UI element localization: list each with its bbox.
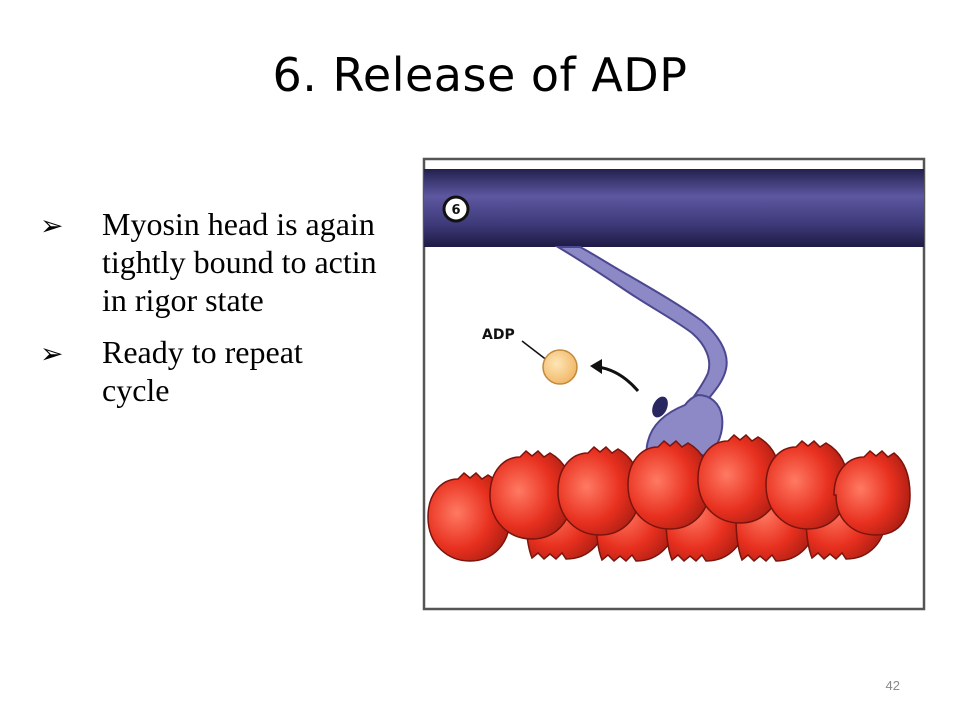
actin-monomer [833,449,911,536]
atp-binding-pocket [652,396,668,418]
arrow-bullet-icon: ➢ [40,337,64,370]
actin-filament [427,433,911,563]
release-arrowhead-icon [590,359,602,374]
step-badge [442,195,470,223]
cross-bridge-diagram: 6 ADP [422,157,926,611]
slide-title: 6. Release of ADP [272,48,688,102]
adp-label: ADP [482,327,515,343]
thick-filament [424,169,924,247]
adp-leader-line [521,340,549,362]
page-number: 42 [885,678,900,693]
bullet-list: ➢ Myosin head is again tightly bound to … [38,205,378,423]
step-number: 6 [451,203,460,218]
bullet-text: Ready to repeat cycle [102,334,303,408]
bullet-item: ➢ Myosin head is again tightly bound to … [38,205,378,319]
adp-molecule [542,349,578,385]
bullet-item: ➢ Ready to repeat cycle [38,333,378,409]
bullet-text: Myosin head is again tightly bound to ac… [102,206,377,318]
arrow-bullet-icon: ➢ [40,209,64,242]
